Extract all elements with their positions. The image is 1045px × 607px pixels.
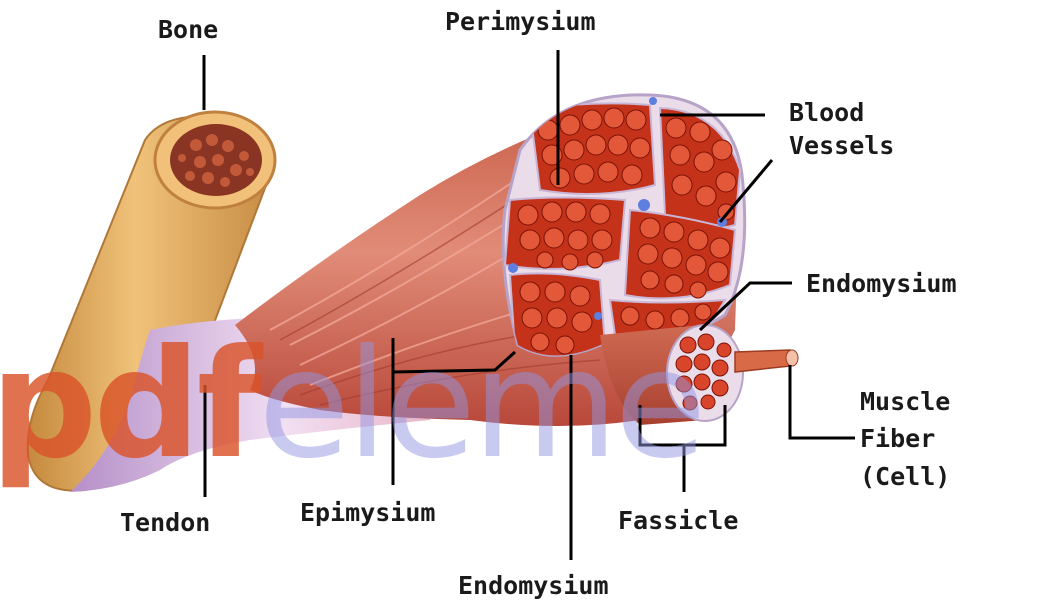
watermark-part-2: eleme [258,318,703,492]
label-fassicle: Fassicle [618,505,738,536]
label-epimysium: Epimysium [300,497,435,528]
label-blood-vessels-1: Blood [789,97,864,128]
label-endomysium-right: Endomysium [806,268,957,299]
label-tendon: Tendon [120,507,210,538]
label-muscle-fiber-3: (Cell) [860,461,950,492]
label-muscle-fiber-1: Muscle [860,386,950,417]
watermark: pdfeleme [0,330,703,480]
label-perimysium: Perimysium [445,6,596,37]
label-muscle-fiber-2: Fiber [860,423,935,454]
label-bone: Bone [158,14,218,45]
watermark-part-1: pdf [0,318,258,492]
label-blood-vessels-2: Vessels [789,130,894,161]
label-endomysium-bottom: Endomysium [458,570,609,601]
